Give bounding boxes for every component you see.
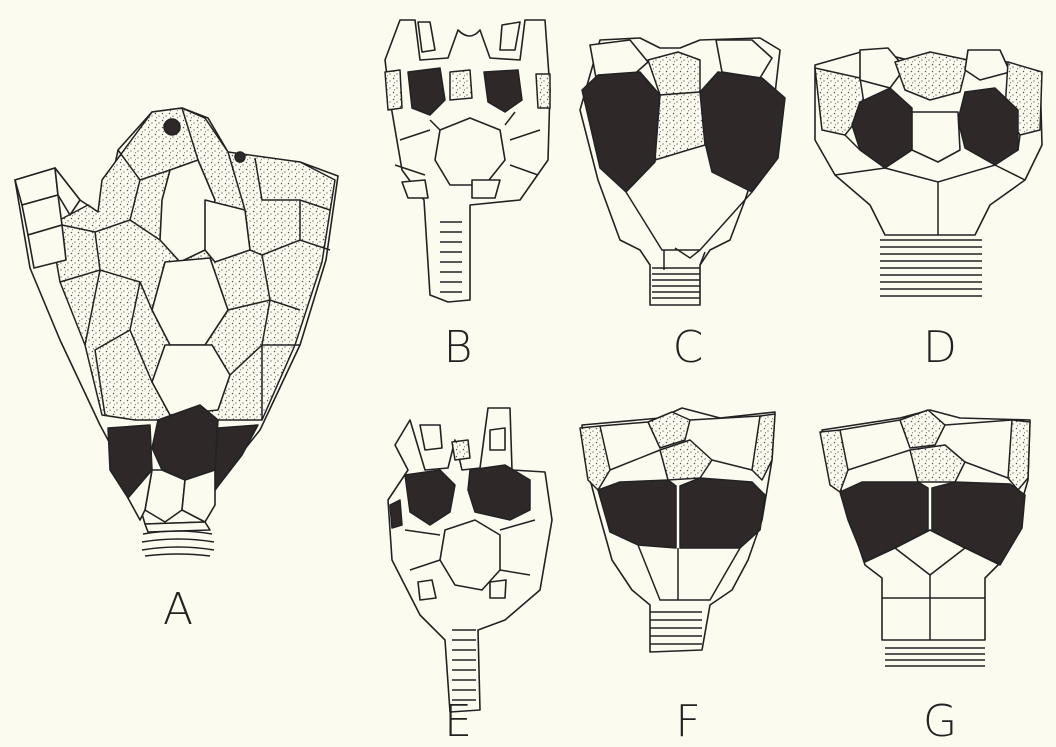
panel-label-e: E <box>444 700 472 744</box>
panel-label-g: G <box>923 700 957 744</box>
panel-a-drawing <box>15 108 338 556</box>
panel-f-drawing <box>580 408 775 652</box>
panel-label-f: F <box>675 700 700 744</box>
panel-label-c: C <box>673 326 704 370</box>
panel-label-b: B <box>444 326 473 370</box>
panel-d-drawing <box>815 48 1042 296</box>
panel-label-a: A <box>163 588 193 632</box>
panel-e-drawing <box>388 408 552 712</box>
panel-c-drawing <box>580 38 785 305</box>
panel-label-d: D <box>923 326 957 370</box>
panel-b-drawing <box>385 20 550 302</box>
panel-g-drawing <box>820 410 1030 666</box>
